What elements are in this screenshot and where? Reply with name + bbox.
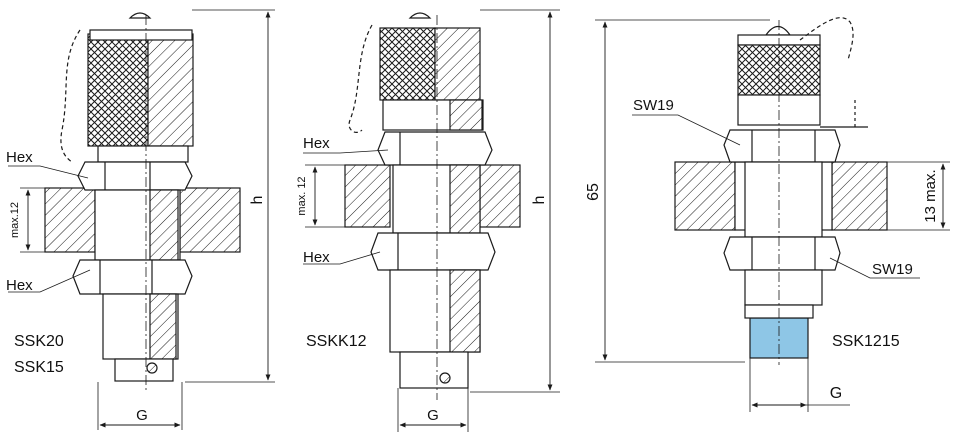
cap-top bbox=[764, 25, 792, 36]
upper-hex bbox=[77, 161, 193, 191]
panel-section-right bbox=[831, 161, 888, 231]
max-label: 13 max. bbox=[922, 169, 939, 222]
max-label: max.12 bbox=[9, 202, 21, 238]
cap-top bbox=[128, 12, 152, 19]
cap-section bbox=[147, 33, 194, 147]
thread-label: G bbox=[427, 407, 439, 424]
stem-section bbox=[449, 269, 481, 353]
sw-upper-label: SW19 bbox=[633, 97, 674, 114]
thread-stem bbox=[744, 269, 823, 306]
figure-ssk20-ssk15 bbox=[8, 9, 275, 430]
hex-upper-label: Hex bbox=[303, 135, 330, 152]
figure-sskk12 bbox=[303, 9, 560, 432]
chain bbox=[60, 29, 81, 163]
stem-tip bbox=[114, 358, 174, 382]
max-label: max. 12 bbox=[296, 176, 308, 215]
hex-lower-label: Hex bbox=[6, 277, 33, 294]
sw-lower-label: SW19 bbox=[872, 261, 913, 278]
lower-hex bbox=[72, 259, 193, 295]
model-label-ssk1215: SSK1215 bbox=[832, 333, 900, 350]
figure-3-labels: SW19 SW19 13 max. 65 G SSK1215 bbox=[585, 97, 939, 402]
stem-section bbox=[149, 293, 177, 360]
knurled-cap bbox=[87, 33, 149, 147]
o-ring bbox=[439, 372, 451, 384]
cap-top bbox=[408, 12, 432, 19]
panel-section-left bbox=[674, 161, 736, 231]
cap-rim bbox=[89, 29, 193, 41]
body-shaft bbox=[744, 161, 823, 238]
thread-label: G bbox=[136, 407, 148, 424]
o-ring bbox=[146, 362, 158, 374]
cap-section bbox=[434, 27, 481, 101]
hex-lower-label: Hex bbox=[303, 249, 330, 266]
panel-section-right bbox=[179, 187, 241, 253]
figure-2-labels: Hex Hex max. 12 h G SSKK12 bbox=[296, 135, 548, 424]
hex-upper-label: Hex bbox=[6, 149, 33, 166]
chain bbox=[799, 17, 854, 61]
body-shaft-section bbox=[449, 164, 481, 234]
knurled-cap bbox=[379, 27, 436, 101]
upper-body bbox=[97, 145, 189, 163]
height-label: h bbox=[531, 196, 548, 205]
lower-hex bbox=[370, 232, 496, 271]
chain bbox=[348, 24, 373, 133]
upper-hex bbox=[377, 131, 493, 166]
height-label: h bbox=[249, 196, 266, 205]
model-label-sskk12: SSKK12 bbox=[306, 333, 367, 350]
panel-section-left bbox=[344, 164, 391, 228]
lower-hex bbox=[723, 236, 841, 271]
knurled-cap bbox=[737, 44, 821, 96]
upper-body-section bbox=[449, 99, 483, 131]
thread-label: G bbox=[830, 385, 842, 402]
panel-section-right bbox=[479, 164, 521, 228]
model-label-ssk20: SSK20 bbox=[14, 333, 64, 350]
figure-ssk1215 bbox=[595, 17, 950, 412]
height-label: 65 bbox=[585, 183, 602, 201]
model-label-ssk15: SSK15 bbox=[14, 359, 64, 376]
body-shaft-section bbox=[149, 189, 179, 261]
upper-hex bbox=[723, 129, 841, 163]
figure-1-labels: Hex Hex max.12 h G SSK20 SSK15 bbox=[6, 149, 266, 424]
stem-tip bbox=[399, 351, 469, 389]
panel-section-left bbox=[44, 187, 96, 253]
